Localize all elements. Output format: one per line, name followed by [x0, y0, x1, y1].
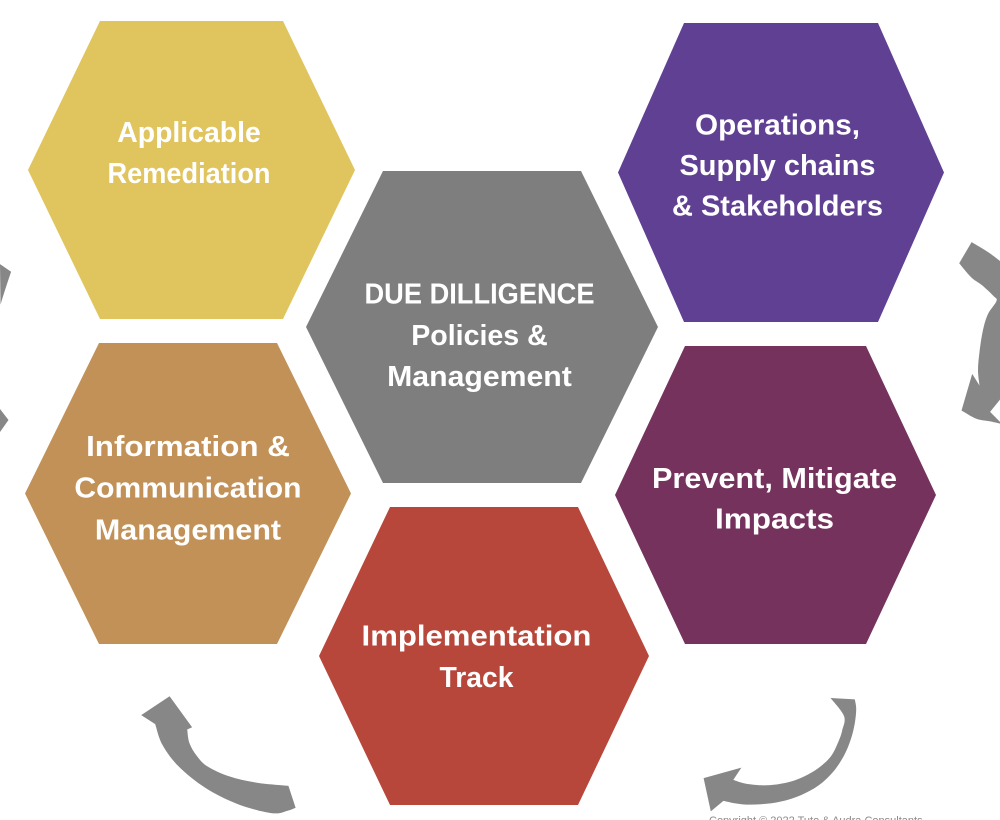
svg-text:Operations,Supply chains& Stak: Operations,Supply chains& Stakeholders [672, 110, 883, 223]
svg-text:Copyright © 2022 Tuto & Audra: Copyright © 2022 Tuto & Audra Consultant… [709, 815, 923, 820]
